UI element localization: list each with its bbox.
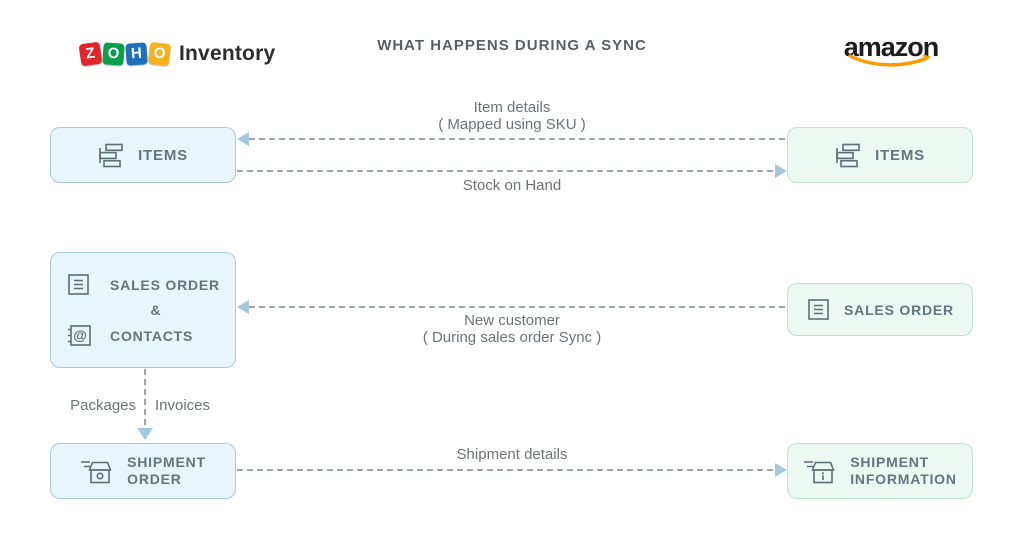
amazon-items-box: ITEMS [787, 127, 973, 183]
new-customer-arrow-left [237, 300, 787, 314]
amazon-items-label: ITEMS [875, 146, 925, 164]
zoho-sales-order-contacts-box: SALES ORDER & @ CONTACTS [50, 252, 236, 368]
zoho-sales-order-label: SALES ORDER [110, 276, 220, 293]
arrowhead-right-icon [775, 463, 787, 477]
diagram-title: WHAT HAPPENS DURING A SYNC [377, 37, 647, 54]
amazon-shipment-information-label: SHIPMENT INFORMATION [850, 454, 957, 487]
zoho-inventory-wordmark: Inventory [179, 42, 276, 65]
arrowhead-right-icon [775, 164, 787, 178]
ampersand-label: & [150, 302, 162, 318]
arrowhead-left-icon [237, 300, 249, 314]
dashed-line [237, 469, 775, 471]
zoho-shipment-order-box: SHIPMENT ORDER [50, 443, 236, 499]
invoices-label: Invoices [155, 397, 211, 414]
amazon-sales-order-label: SALES ORDER [844, 301, 954, 318]
document-icon [68, 274, 89, 295]
dashed-line [144, 369, 146, 428]
amazon-sales-order-box: SALES ORDER [787, 283, 973, 336]
new-customer-flow-label: New customer ( During sales order Sync ) [422, 312, 602, 346]
item-details-flow-label: Item details ( Mapped using SKU ) [438, 99, 586, 133]
item-details-arrow-left [237, 132, 787, 146]
shipment-details-arrow-right [237, 463, 787, 477]
shipping-box-icon [81, 461, 112, 484]
packages-label: Packages [70, 397, 136, 414]
dashed-line [237, 170, 775, 172]
dashed-line [249, 138, 787, 140]
shipment-details-flow-label: Shipment details [456, 446, 568, 463]
zoho-items-label: ITEMS [138, 146, 188, 164]
zoho-shipment-order-label: SHIPMENT ORDER [127, 454, 206, 487]
dashed-line [249, 306, 787, 308]
svg-text:@: @ [73, 327, 87, 343]
amazon-shipment-information-box: SHIPMENT INFORMATION [787, 443, 973, 499]
document-icon [808, 299, 829, 320]
zoho-contacts-label: CONTACTS [110, 327, 194, 344]
stacked-items-icon [836, 143, 860, 167]
arrowhead-left-icon [237, 132, 249, 146]
amazon-logo: amazon [843, 34, 939, 68]
stacked-items-icon [99, 143, 123, 167]
shipping-box-info-icon [804, 461, 835, 484]
amazon-smile-icon [848, 54, 931, 67]
zoho-items-box: ITEMS [50, 127, 236, 183]
contacts-icon: @ [68, 325, 91, 346]
zoho-inventory-logo: Z O H O Inventory [78, 41, 276, 67]
packages-invoices-arrow-down [137, 369, 153, 440]
arrowhead-down-icon [137, 428, 153, 440]
stock-on-hand-arrow-right [237, 164, 787, 178]
stock-on-hand-flow-label: Stock on Hand [462, 177, 562, 194]
